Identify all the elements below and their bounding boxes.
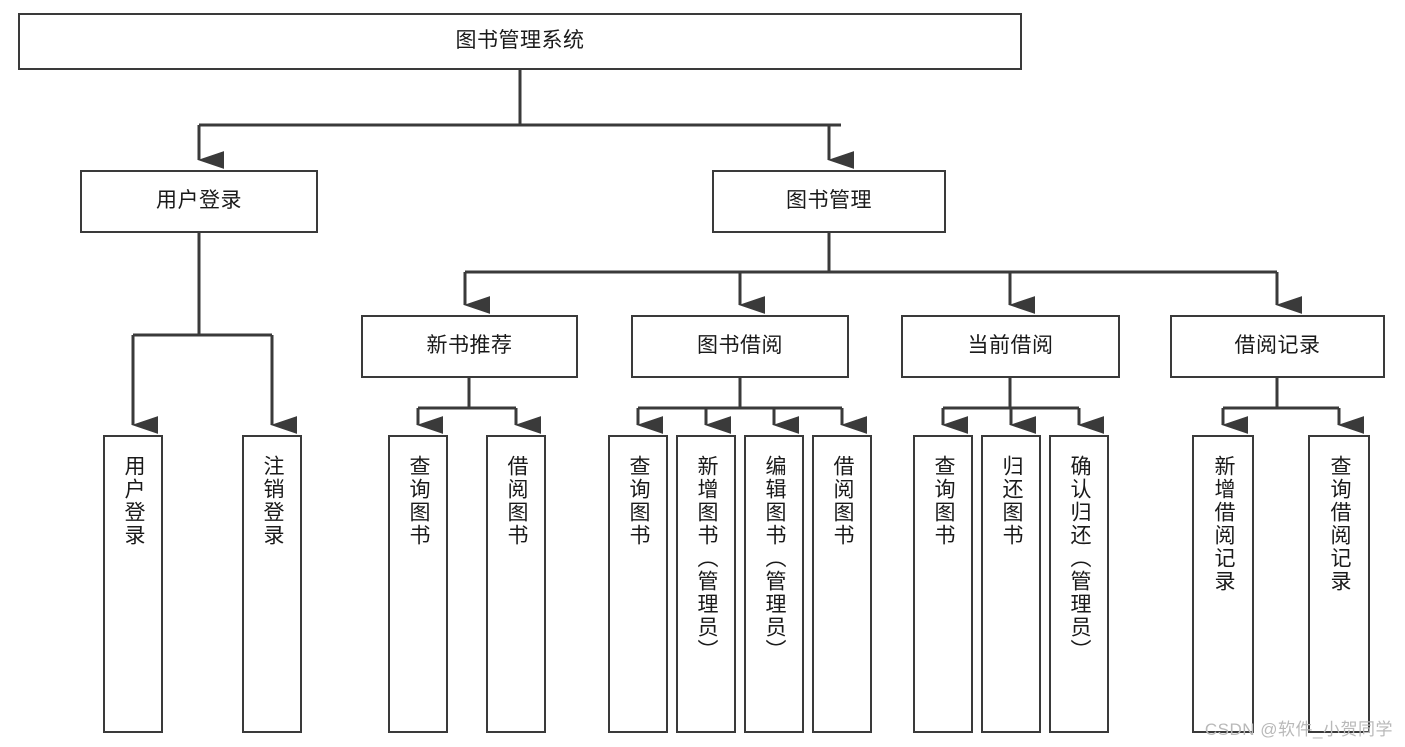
node-label: 新增借阅记录 [1212, 455, 1236, 593]
node-label: 确认归还（管理员） [1068, 455, 1092, 662]
node-label: 用户登录 [122, 455, 146, 547]
node-label: 借阅图书 [831, 455, 855, 547]
node-label: 查询图书 [932, 455, 956, 547]
node-leaf-return-book[interactable]: 归还图书 [981, 435, 1041, 733]
node-leaf-logout-login[interactable]: 注销登录 [242, 435, 302, 733]
node-leaf-confirm-return-admin[interactable]: 确认归还（管理员） [1049, 435, 1109, 733]
node-label: 图书借阅 [697, 334, 783, 358]
node-label: 借阅记录 [1234, 334, 1321, 358]
node-label: 新增图书（管理员） [695, 455, 719, 662]
node-leaf-borrow-book-recommend[interactable]: 借阅图书 [486, 435, 546, 733]
node-label: 新书推荐 [426, 334, 513, 358]
node-leaf-borrow-book[interactable]: 借阅图书 [812, 435, 872, 733]
node-leaf-query-book-recommend[interactable]: 查询图书 [388, 435, 448, 733]
node-current-borrow[interactable]: 当前借阅 [901, 315, 1120, 378]
node-root[interactable]: 图书管理系统 [18, 13, 1022, 70]
node-book-management[interactable]: 图书管理 [712, 170, 946, 233]
node-leaf-user-login[interactable]: 用户登录 [103, 435, 163, 733]
node-user-login[interactable]: 用户登录 [80, 170, 318, 233]
node-leaf-edit-book-admin[interactable]: 编辑图书（管理员） [744, 435, 804, 733]
node-leaf-query-book-borrow[interactable]: 查询图书 [608, 435, 668, 733]
node-label: 图书管理系统 [455, 29, 585, 53]
node-leaf-add-book-admin[interactable]: 新增图书（管理员） [676, 435, 736, 733]
node-leaf-add-borrow-record[interactable]: 新增借阅记录 [1192, 435, 1254, 733]
node-leaf-query-book-current[interactable]: 查询图书 [913, 435, 973, 733]
node-label: 查询图书 [627, 455, 651, 547]
node-label: 当前借阅 [967, 334, 1054, 358]
node-label: 用户登录 [156, 189, 242, 213]
node-label: 借阅图书 [505, 455, 529, 547]
node-leaf-query-borrow-record[interactable]: 查询借阅记录 [1308, 435, 1370, 733]
node-label: 查询图书 [407, 455, 431, 547]
node-label: 归还图书 [1000, 455, 1024, 547]
node-label: 图书管理 [786, 189, 872, 213]
node-label: 注销登录 [261, 455, 285, 547]
node-label: 查询借阅记录 [1328, 455, 1352, 593]
node-new-book-recommend[interactable]: 新书推荐 [361, 315, 578, 378]
node-book-borrow[interactable]: 图书借阅 [631, 315, 849, 378]
node-borrow-record[interactable]: 借阅记录 [1170, 315, 1385, 378]
watermark-text: CSDN @软件_小贺同学 [1204, 720, 1393, 739]
node-label: 编辑图书（管理员） [763, 455, 787, 662]
